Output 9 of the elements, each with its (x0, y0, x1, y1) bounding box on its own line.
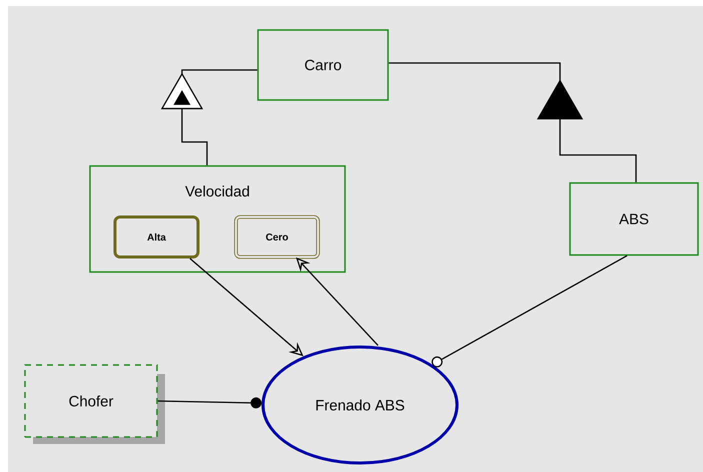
state-box: Alta (114, 216, 200, 258)
object-box: ABS (569, 182, 699, 256)
link-arrow (432, 255, 628, 368)
object-box: Carro (257, 29, 389, 101)
structural-link (160, 69, 258, 166)
actor-box: Chofer (24, 364, 165, 444)
state-box: Cero (234, 215, 320, 259)
link-arrow (158, 397, 262, 408)
structural-link (388, 62, 637, 182)
